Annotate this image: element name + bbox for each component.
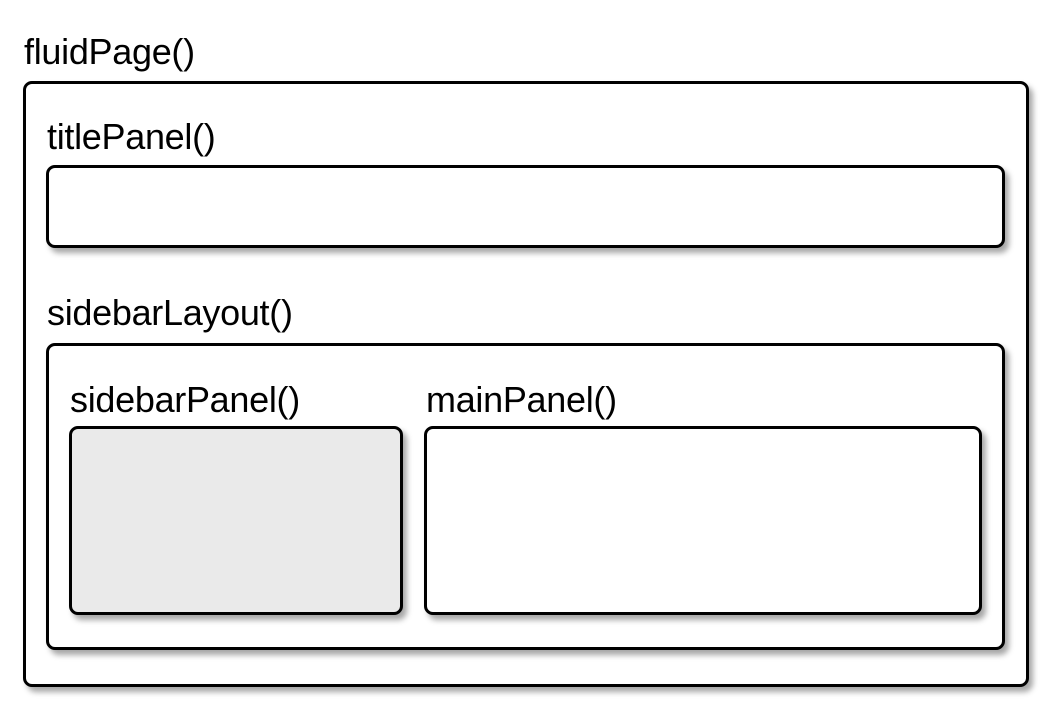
sidebar-layout-label: sidebarLayout() (47, 292, 293, 333)
sidebar-panel-label: sidebarPanel() (70, 379, 300, 420)
title-panel-label: titlePanel() (47, 116, 216, 157)
main-panel-box (424, 426, 982, 615)
sidebar-panel-box (69, 426, 403, 615)
title-panel-box (46, 165, 1005, 248)
fluid-page-label: fluidPage() (24, 31, 195, 72)
main-panel-label: mainPanel() (426, 379, 617, 420)
